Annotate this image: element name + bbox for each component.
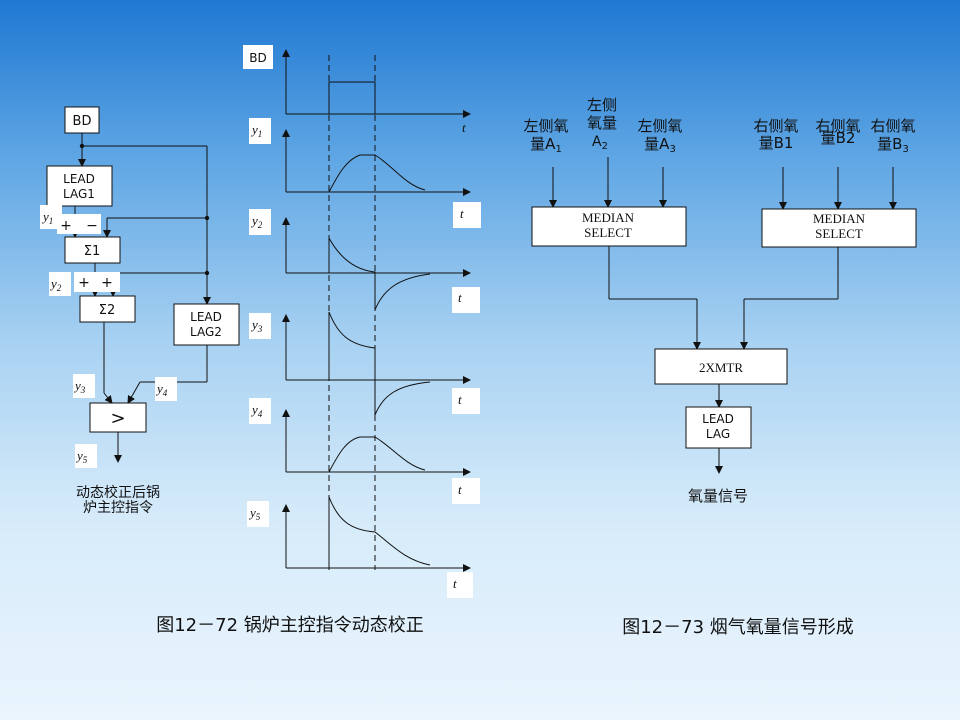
right-input-3-line2: 量B3 [877,135,909,155]
bd-label: BD [73,114,92,129]
median-right-label-1: MEDIAN [813,211,866,226]
left-input-3-line2: 量A3 [644,135,676,155]
leadlag-label-2: LAG [706,427,730,441]
median-select-right [761,208,917,248]
sum1-minus-sign: − [86,218,98,234]
sum1-block [64,236,121,264]
median-left-label-2: SELECT [584,225,632,240]
wave-y3-label: y3 [250,317,263,334]
high-select-label: > [110,408,125,429]
wave-y4-label: y4 [250,402,263,419]
y3-label-bg [73,374,95,398]
wave-y5-curve [286,496,431,569]
leadlag2-label-1: LEAD [190,310,222,324]
sum2-block [79,295,136,323]
median-right-label-2: SELECT [815,226,863,241]
median-left-label-1: MEDIAN [582,210,635,225]
boiler-master-diagram: BD LEAD LAG1 y1 + − Σ1 y2 + [40,106,240,516]
t-label-6: t [453,576,457,591]
caption-left: 图12－72 锅炉主控指令动态校正 [156,615,424,636]
leadlag1-label-2: LAG1 [63,187,95,201]
y5-label-bg [75,444,97,468]
sum1-plus-sign: + [60,218,72,234]
left-input-1-line2: 量A1 [530,135,562,155]
t-label-3: t [458,290,462,305]
median-select-left [531,206,687,247]
sum2-sign-bg [74,272,120,292]
bd-box [64,106,100,134]
left-input-2-line0: 左侧 [587,96,617,114]
wave-y5-label: y5 [248,505,261,522]
left-input-2-line2: A2 [592,134,608,152]
caption-right: 图12－73 烟气氧量信号形成 [622,617,854,638]
leadlag2-label-2: LAG2 [190,325,222,339]
leadlag1-label-1: LEAD [63,172,95,186]
t-label-4: t [458,392,462,407]
sum2-plus-sign-2: + [101,275,113,291]
output-label-line2: 炉主控指令 [83,500,153,516]
wave-y3-curve [286,311,431,416]
right-input-3-line1: 右侧氧 [870,117,915,135]
y2-label-bg [49,272,71,296]
high-select-block [89,402,147,433]
left-input-1-line1: 左侧氧 [523,117,568,135]
wave-y1-label: y1 [250,122,262,139]
xmtr-label: 2XMTR [699,360,743,375]
y2-label: y2 [49,276,62,293]
t-label-5: t [458,482,462,497]
left-input-3-line1: 左侧氧 [637,117,682,135]
y1-label-bg [40,205,62,229]
wave-bd-label: BD [249,51,266,65]
wave-y1-curve [286,154,426,193]
right-input-2-line1: 右侧氧 [815,117,860,135]
left-input-2-line1: 氧量 [587,114,617,132]
oxygen-signal-diagram: 左侧氧 量A1 左侧 氧量 A2 左侧氧 量A3 MEDIAN SELECT 右… [523,96,917,505]
y3-label: y3 [73,378,86,395]
waveform-panel: BD t y1 t y2 t y3 t y4 t [243,45,481,598]
sum1-sign-bg [57,214,101,234]
y1-label: y1 [41,209,53,226]
y4-label: y4 [155,381,168,398]
y4-label-bg [155,377,177,401]
oxygen-signal-output: 氧量信号 [688,487,748,505]
y5-label: y5 [75,448,88,465]
bd-step-pulse [286,81,376,115]
wave-y2-label: y2 [250,213,263,230]
t-label-2: t [460,206,464,221]
sum2-plus-sign-1: + [78,275,90,291]
output-label-line1: 动态校正后锅 [76,484,160,501]
right-input-2-line2: 量B2 [821,129,856,147]
t-label-1: t [462,120,466,135]
right-input-1-line1: 右侧氧 [753,117,798,135]
xmtr-block [654,348,788,385]
leadlag1-block [46,165,113,207]
wave-y4-curve [286,436,426,473]
wave-y2-curve [286,237,431,311]
leadlag2-block [173,303,240,346]
right-input-1-line2: 量B1 [759,134,794,152]
sum2-label: Σ2 [99,303,116,318]
sum1-label: Σ1 [84,244,101,259]
leadlag-label-1: LEAD [702,412,734,426]
